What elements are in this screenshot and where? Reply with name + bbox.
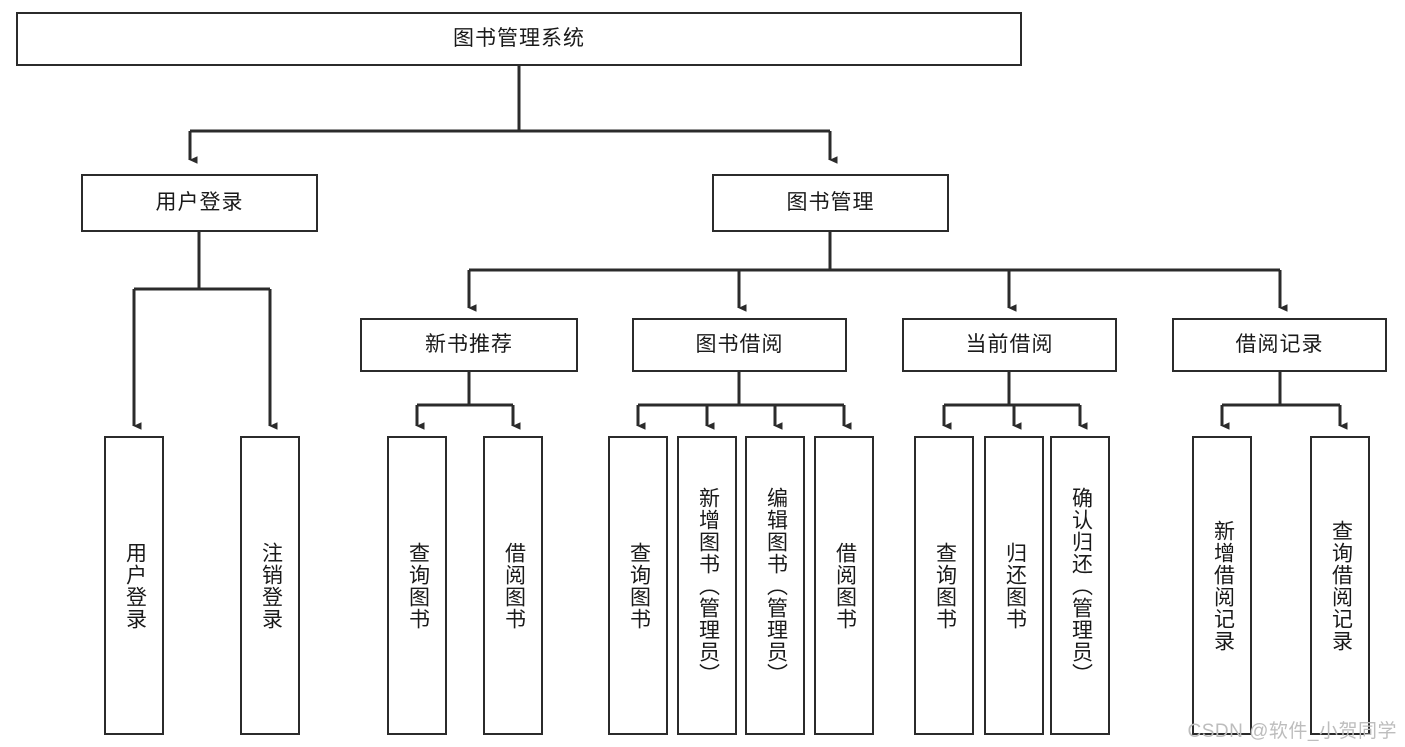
node-label: 查询借阅记录 [1329, 519, 1353, 652]
leaf-current-borrow-return[interactable]: 归还图书 [984, 436, 1044, 735]
node-new-book-recommend[interactable]: 新书推荐 [360, 318, 578, 372]
node-label: 图书借阅 [695, 333, 784, 357]
node-user-login[interactable]: 用户登录 [81, 174, 318, 232]
node-label: 借阅记录 [1235, 333, 1324, 357]
node-label: 用户登录 [123, 541, 147, 630]
leaf-book-borrow-edit-admin[interactable]: 编辑图书（管理员） [745, 436, 805, 735]
leaf-user-login-login[interactable]: 用户登录 [104, 436, 164, 735]
node-label: 查询图书 [406, 541, 430, 630]
node-label: 借阅图书 [502, 541, 526, 630]
node-label: 用户登录 [155, 191, 244, 215]
leaf-borrow-record-query[interactable]: 查询借阅记录 [1310, 436, 1370, 735]
node-label: 归还图书 [1003, 541, 1027, 630]
node-label: 新增图书（管理员） [696, 486, 720, 685]
leaf-new-book-query[interactable]: 查询图书 [387, 436, 447, 735]
node-label: 借阅图书 [833, 541, 857, 630]
leaf-current-borrow-query[interactable]: 查询图书 [914, 436, 974, 735]
node-book-borrow[interactable]: 图书借阅 [632, 318, 847, 372]
node-label: 新书推荐 [425, 333, 513, 357]
node-root-book-management-system[interactable]: 图书管理系统 [16, 12, 1022, 66]
leaf-new-book-borrow[interactable]: 借阅图书 [483, 436, 543, 735]
node-label: 确认归还（管理员） [1069, 486, 1093, 685]
node-label: 图书管理系统 [453, 27, 585, 51]
node-borrow-record[interactable]: 借阅记录 [1172, 318, 1387, 372]
leaf-current-borrow-confirm-return-admin[interactable]: 确认归还（管理员） [1050, 436, 1110, 735]
csdn-watermark: CSDN @软件_小贺同学 [1187, 721, 1397, 742]
node-label: 查询图书 [627, 541, 651, 630]
node-label: 新增借阅记录 [1211, 519, 1235, 652]
node-label: 编辑图书（管理员） [764, 486, 788, 685]
node-label: 查询图书 [933, 541, 957, 630]
leaf-borrow-record-add[interactable]: 新增借阅记录 [1192, 436, 1252, 735]
node-label: 注销登录 [259, 541, 283, 630]
node-label: 当前借阅 [965, 333, 1054, 357]
leaf-book-borrow-add-admin[interactable]: 新增图书（管理员） [677, 436, 737, 735]
node-label: 图书管理 [786, 191, 875, 215]
leaf-book-borrow-query[interactable]: 查询图书 [608, 436, 668, 735]
leaf-user-login-logout[interactable]: 注销登录 [240, 436, 300, 735]
node-current-borrow[interactable]: 当前借阅 [902, 318, 1117, 372]
node-book-management[interactable]: 图书管理 [712, 174, 949, 232]
leaf-book-borrow-borrow[interactable]: 借阅图书 [814, 436, 874, 735]
